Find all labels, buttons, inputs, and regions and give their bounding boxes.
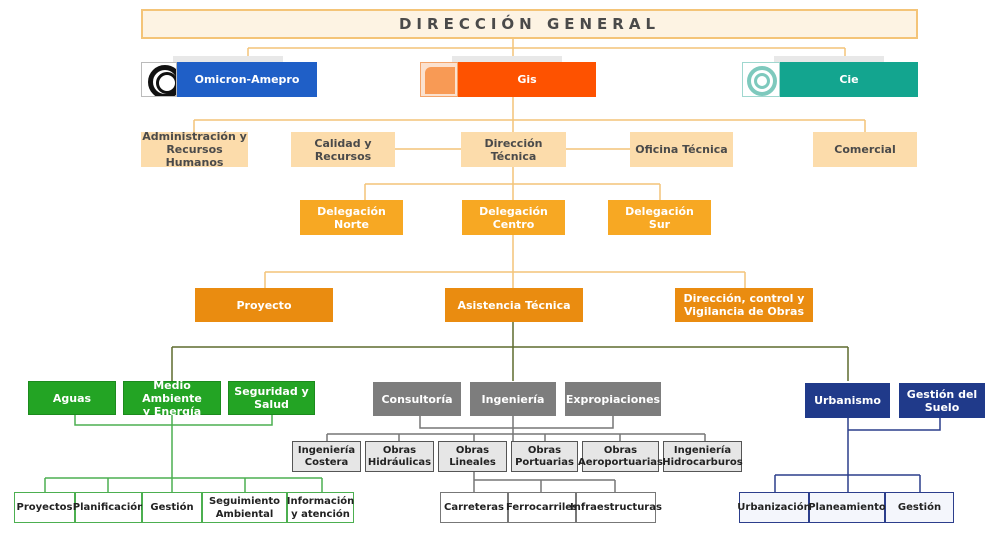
unit-aguas: Aguas [28, 381, 116, 415]
company-shadow-bar [173, 56, 283, 62]
unit-consultoria: Consultoría [373, 382, 461, 416]
area-proyecto: Proyecto [195, 288, 333, 322]
area-asistencia-tecnica: Asistencia Técnica [445, 288, 583, 322]
omicron-ring-logo-icon [141, 62, 177, 97]
sub-informacion-atencion: Información y atención [287, 492, 354, 523]
delegation-centro: Delegación Centro [462, 200, 565, 235]
company-cie: Cie [742, 56, 918, 97]
work-ingenieria-hidrocarburos: Ingeniería Hidrocarburos [662, 441, 743, 472]
unit-medio-ambiente: Medio Ambiente y Energía [123, 379, 221, 418]
work-infraestructuras: Infraestructuras [570, 492, 662, 523]
work-obras-hidraulicas: Obras Hidráulicas [365, 441, 434, 472]
connector-delegations-areas [264, 235, 746, 288]
company-gis: Gis [420, 56, 596, 97]
page-title: DIRECCIÓN GENERAL [141, 9, 918, 39]
connector-dt-delegations [364, 166, 661, 200]
company-shadow-bar [774, 56, 884, 62]
connector-green-bracket [44, 415, 323, 492]
sub-seguimiento-ambiental: Seguimiento Ambiental [202, 492, 287, 523]
connector-lineales [473, 471, 616, 492]
delegation-norte: Delegación Norte [300, 200, 403, 235]
sub-urbanizacion: Urbanización [737, 492, 811, 523]
dept-calidad: Calidad y Recursos [291, 132, 395, 167]
work-obras-portuarias: Obras Portuarias [511, 441, 578, 472]
dept-administracion: Administración y Recursos Humanos [141, 130, 248, 169]
unit-urbanismo: Urbanismo [805, 383, 890, 418]
sub-proyectos: Proyectos [14, 492, 75, 523]
company-label: Gis [517, 73, 537, 86]
company-label: Cie [839, 73, 859, 86]
connector-companies-depts [193, 96, 866, 132]
company-bar: Cie [780, 62, 918, 97]
company-omicron-amepro: Omicron-Amepro [141, 56, 317, 97]
sub-gestion: Gestión [142, 492, 202, 523]
connector-top-companies [247, 38, 846, 62]
company-bar: Omicron-Amepro [177, 62, 317, 97]
connector-areas-groups [171, 322, 849, 381]
company-bar: Gis [458, 62, 596, 97]
work-obras-lineales: Obras Lineales [438, 441, 507, 472]
dept-oficina-tecnica: Oficina Técnica [630, 132, 733, 167]
dept-comercial: Comercial [813, 132, 917, 167]
unit-expropiaciones: Expropiaciones [565, 382, 661, 416]
company-shadow-bar [452, 56, 562, 62]
connector-gray-bracket [326, 416, 706, 441]
cie-spiral-logo-icon [742, 62, 780, 97]
company-label: Omicron-Amepro [194, 73, 300, 86]
gis-orange-block-logo-icon [420, 62, 458, 97]
sub-planificacion: Planificación [73, 492, 144, 523]
unit-seguridad-salud: Seguridad y Salud [228, 381, 315, 415]
connector-navy-bracket [774, 418, 941, 492]
work-ingenieria-costera: Ingeniería Costera [292, 441, 361, 472]
work-obras-aeroportuarias: Obras Aeroportuarias [578, 441, 663, 472]
delegation-sur: Delegación Sur [608, 200, 711, 235]
work-carreteras: Carreteras [440, 492, 508, 523]
sub-gestion-urbanismo: Gestión [885, 492, 954, 523]
sub-planeamiento: Planeamiento [808, 492, 886, 523]
dept-direccion-tecnica: Dirección Técnica [461, 132, 566, 167]
area-direccion-control: Dirección, control y Vigilancia de Obras [675, 288, 813, 322]
unit-gestion-suelo: Gestión del Suelo [899, 383, 985, 418]
work-ferrocarriles: Ferrocarriles [506, 492, 578, 523]
unit-ingenieria: Ingeniería [470, 382, 556, 416]
